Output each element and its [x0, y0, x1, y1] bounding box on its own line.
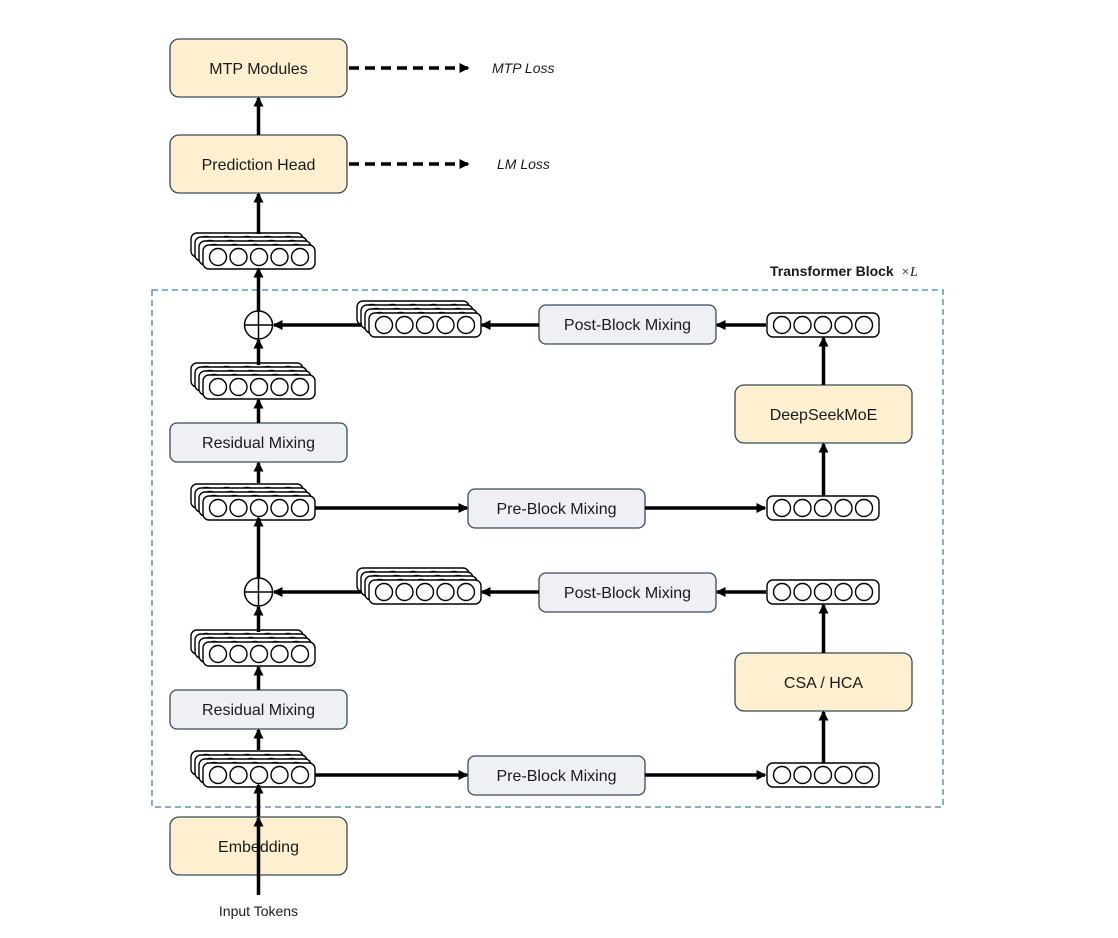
- token-stream-stack-top: [190, 232, 316, 270]
- pre-block-mixing-top-box: Pre-Block Mixing: [467, 488, 646, 529]
- residual-mixing-top-box: Residual Mixing: [169, 422, 348, 463]
- prediction-head-label: Prediction Head: [202, 157, 316, 174]
- block-output-vector-top: [766, 312, 880, 338]
- csa-hca-label: CSA / HCA: [784, 675, 863, 692]
- csa-hca-box: CSA / HCA: [734, 652, 913, 712]
- token-stream-stack-mid: [190, 483, 316, 521]
- post-block-mixing-top-label: Post-Block Mixing: [564, 317, 691, 334]
- pre-block-mixing-top-label: Pre-Block Mixing: [496, 501, 616, 518]
- deepseek-moe-label: DeepSeekMoE: [770, 407, 878, 424]
- post-block-mixing-bottom-box: Post-Block Mixing: [538, 572, 717, 613]
- post-block-mixing-top-box: Post-Block Mixing: [538, 304, 717, 345]
- residual-mixing-top-label: Residual Mixing: [202, 435, 315, 452]
- prediction-head-box: Prediction Head: [169, 134, 348, 194]
- pre-block-mixing-bottom-label: Pre-Block Mixing: [496, 768, 616, 785]
- residual-mixing-bottom-box: Residual Mixing: [169, 689, 348, 730]
- token-stream-stack-upper: [190, 362, 316, 400]
- add-node-top: [243, 310, 274, 340]
- token-stream-stack-lower: [190, 629, 316, 667]
- post-block-output-stack-top: [356, 300, 482, 338]
- input-tokens-label: Input Tokens: [219, 903, 298, 919]
- token-stream-stack-bottom: [190, 750, 316, 788]
- block-input-vector-top: [766, 495, 880, 521]
- mtp-modules-label: MTP Modules: [209, 61, 307, 78]
- block-input-vector-bottom: [766, 762, 880, 788]
- post-block-output-stack-bottom: [356, 567, 482, 605]
- block-output-vector-bottom: [766, 579, 880, 605]
- transformer-block-border: [151, 289, 944, 808]
- deepseek-moe-box: DeepSeekMoE: [734, 384, 913, 444]
- mtp-loss-label: MTP Loss: [492, 60, 555, 76]
- pre-block-mixing-bottom-box: Pre-Block Mixing: [467, 755, 646, 796]
- lm-loss-label: LM Loss: [497, 156, 550, 172]
- transformer-block-title: Transformer Block ×L: [770, 263, 918, 280]
- mtp-modules-box: MTP Modules: [169, 38, 348, 98]
- add-node-bottom: [243, 577, 274, 607]
- post-block-mixing-bottom-label: Post-Block Mixing: [564, 585, 691, 602]
- residual-mixing-bottom-label: Residual Mixing: [202, 702, 315, 719]
